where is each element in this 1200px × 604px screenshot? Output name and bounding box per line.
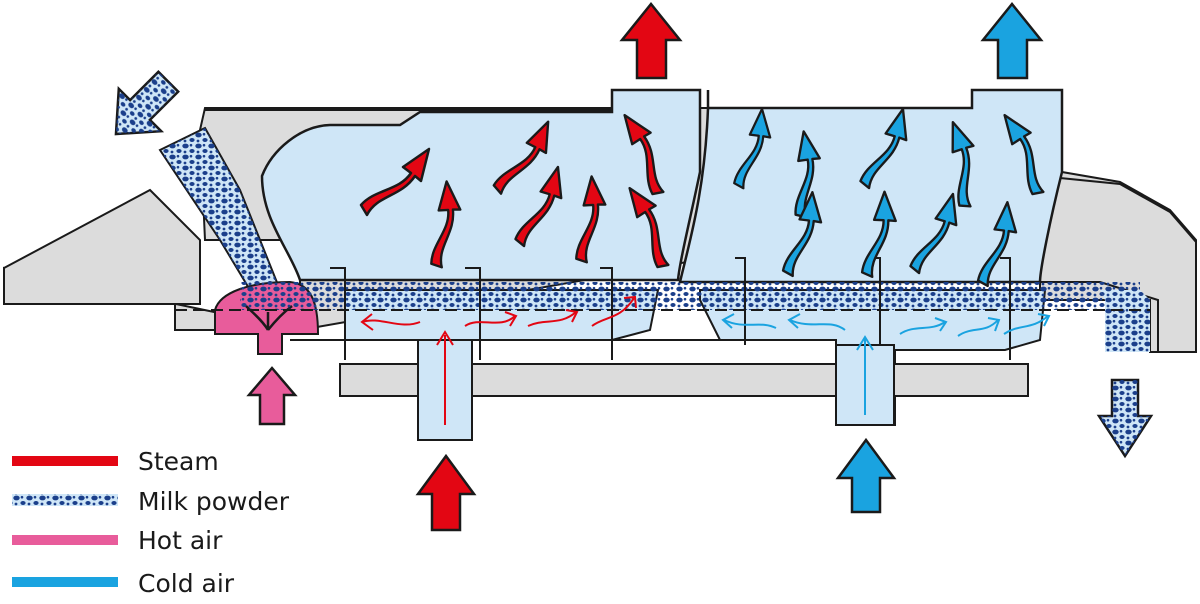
legend-label-milk-powder: Milk powder	[138, 487, 290, 516]
legend-swatch-hot-air	[12, 535, 118, 545]
cold-air-inlet-duct	[835, 335, 895, 426]
legend-swatch-milk-powder	[12, 494, 118, 506]
cold-air-exhaust-arrow	[980, 2, 1044, 80]
steam-exhaust-arrow	[619, 2, 683, 80]
legend: Steam Milk powder Hot air Cold air	[12, 447, 290, 598]
powder-inlet-arrow	[114, 70, 180, 136]
powder-outlet-arrow	[1096, 378, 1154, 459]
legend-label-cold-air: Cold air	[138, 569, 235, 598]
cold-air-flow-lines	[721, 313, 1051, 337]
legend-label-steam: Steam	[138, 447, 219, 476]
steam-inlet-arrow	[415, 453, 477, 532]
legend-label-hot-air: Hot air	[138, 526, 223, 555]
steam-inlet-duct	[417, 330, 473, 441]
powder-bed	[240, 282, 1150, 352]
hot-air-inlet-arrow	[246, 366, 298, 426]
legend-swatch-cold-air	[12, 577, 118, 587]
steam-flow-lines	[360, 295, 637, 331]
legend-swatch-steam	[12, 456, 118, 466]
cold-air-inlet-arrow	[835, 437, 897, 514]
